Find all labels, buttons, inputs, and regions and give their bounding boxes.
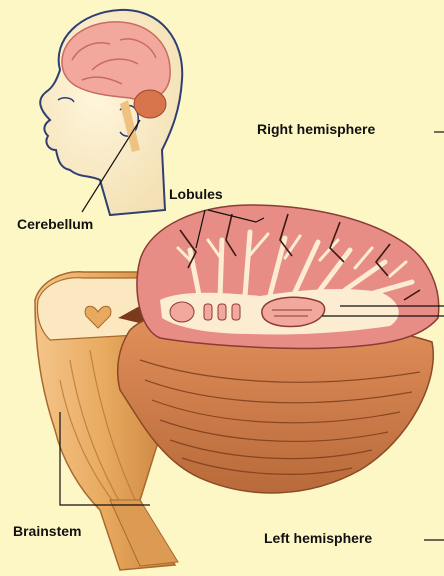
label-brainstem: Brainstem [13, 523, 81, 539]
cerebellum-highlight [134, 90, 166, 118]
label-cerebellum: Cerebellum [17, 216, 93, 232]
label-right-hemisphere: Right hemisphere [257, 121, 375, 137]
label-left-hemisphere: Left hemisphere [264, 530, 372, 546]
label-lobules: Lobules [169, 186, 223, 202]
cerebellum-cut-surface [137, 205, 439, 348]
